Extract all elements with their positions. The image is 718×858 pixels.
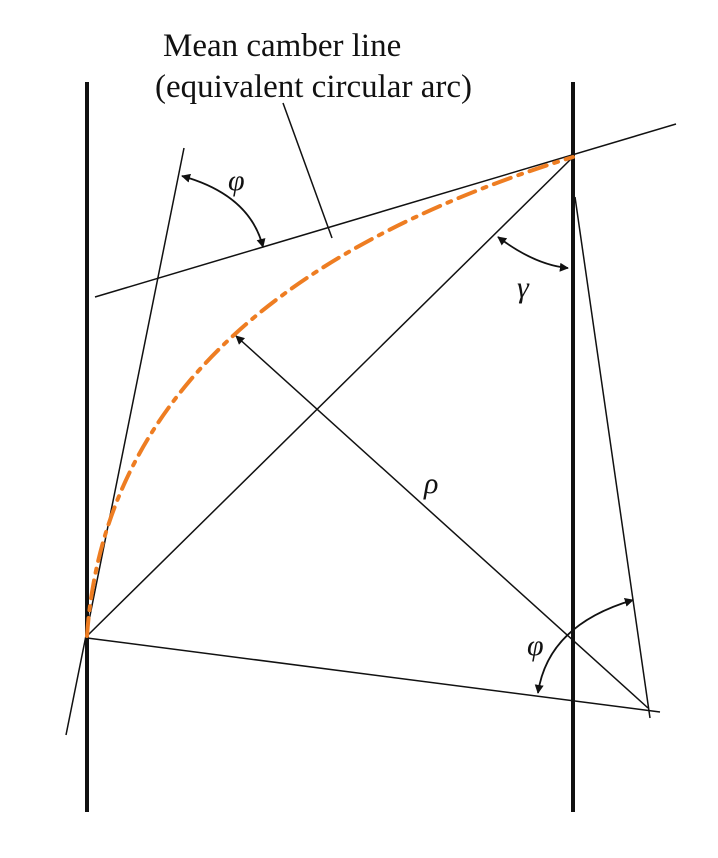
- gamma-angle-arc: [497, 236, 569, 272]
- phi-top-angle-arc: [181, 173, 266, 248]
- mean-camber-line: [85, 155, 575, 638]
- phi-top-symbol: φ: [228, 164, 245, 197]
- leading-edge-tangent-line: [65, 147, 185, 736]
- phi-bottom-symbol: φ: [527, 629, 544, 662]
- annotation-line-1: Mean camber line: [163, 28, 401, 64]
- rho-symbol: ρ: [423, 467, 438, 500]
- trailing-edge-tangent-line: [94, 123, 677, 298]
- phi-bottom-angle-arc: [534, 597, 634, 694]
- chord-line: [86, 156, 574, 637]
- gamma-symbol: γ: [517, 271, 530, 304]
- annotation-leader-line: [282, 102, 333, 239]
- annotation-line-2: (equivalent circular arc): [155, 69, 472, 105]
- radius-rho-arrow: [235, 335, 649, 709]
- right-radius-line: [574, 196, 651, 719]
- bottom-radius-line: [86, 637, 661, 713]
